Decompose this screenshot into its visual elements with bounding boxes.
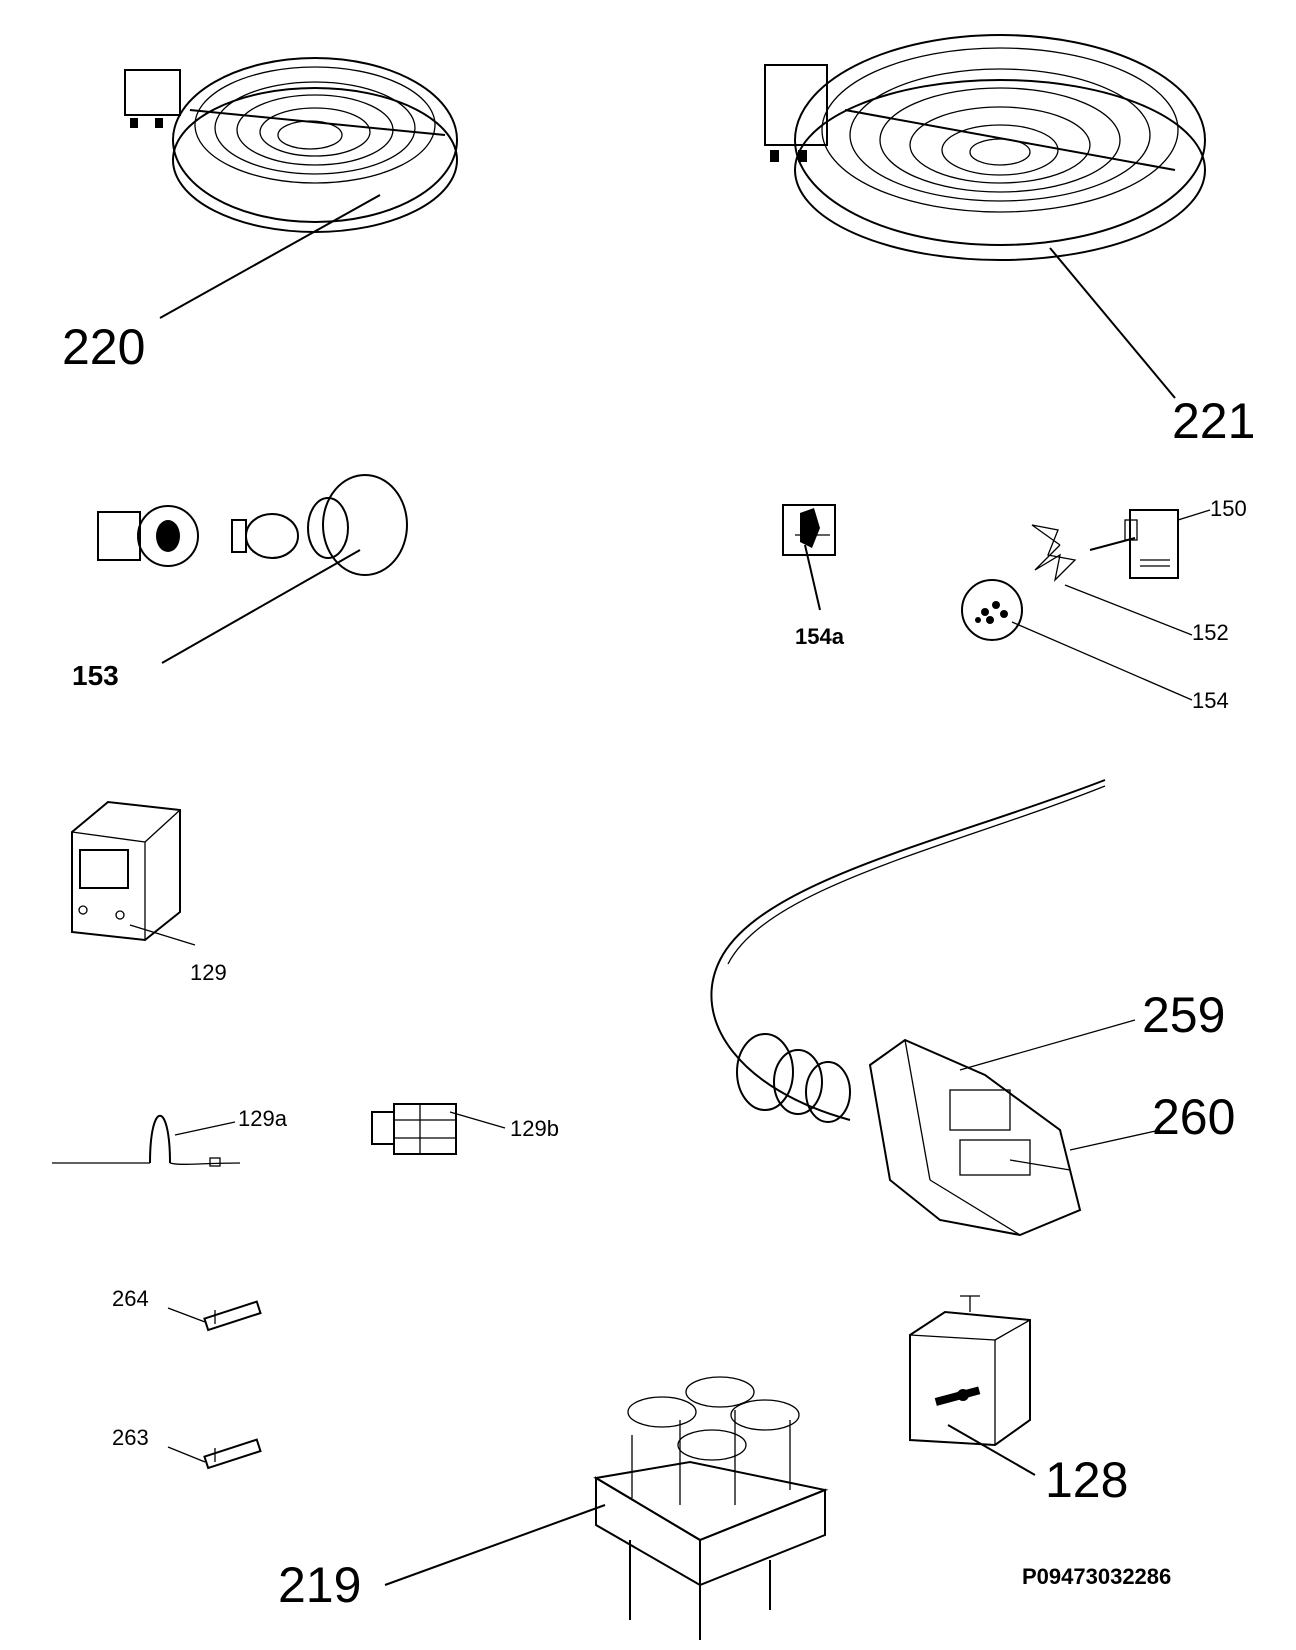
label-221: 221 bbox=[1172, 393, 1256, 449]
terminal-263 bbox=[167, 1438, 262, 1470]
hotplate-large-221 bbox=[764, 34, 1206, 399]
support-219 bbox=[384, 1376, 829, 1640]
connector-129b bbox=[371, 1103, 506, 1155]
sensor-129a bbox=[52, 1115, 241, 1167]
label-260: 260 bbox=[1152, 1089, 1236, 1145]
terminal-264 bbox=[167, 1300, 262, 1332]
label-153: 153 bbox=[72, 660, 119, 691]
label-219: 219 bbox=[278, 1557, 362, 1613]
label-128: 128 bbox=[1045, 1452, 1129, 1508]
label-220: 220 bbox=[62, 319, 146, 375]
plate-154a bbox=[782, 504, 836, 611]
fan-assembly-150-152-154 bbox=[961, 509, 1211, 701]
label-259: 259 bbox=[1142, 987, 1226, 1043]
switch-wiring-259-260 bbox=[710, 779, 1161, 1237]
label-152: 152 bbox=[1192, 620, 1229, 645]
drawing-code: P09473032286 bbox=[1022, 1564, 1172, 1589]
hotplate-small-220 bbox=[124, 57, 458, 319]
oven-lamp-153 bbox=[97, 474, 408, 664]
label-154: 154 bbox=[1192, 688, 1229, 713]
label-129b: 129b bbox=[510, 1116, 559, 1141]
label-129: 129 bbox=[190, 960, 227, 985]
label-264: 264 bbox=[112, 1286, 149, 1311]
label-154a: 154a bbox=[795, 624, 844, 649]
label-129a: 129a bbox=[238, 1106, 287, 1131]
display-unit-129 bbox=[71, 800, 196, 946]
label-263: 263 bbox=[112, 1425, 149, 1450]
thermostat-128 bbox=[909, 1295, 1036, 1476]
label-150: 150 bbox=[1210, 496, 1247, 521]
